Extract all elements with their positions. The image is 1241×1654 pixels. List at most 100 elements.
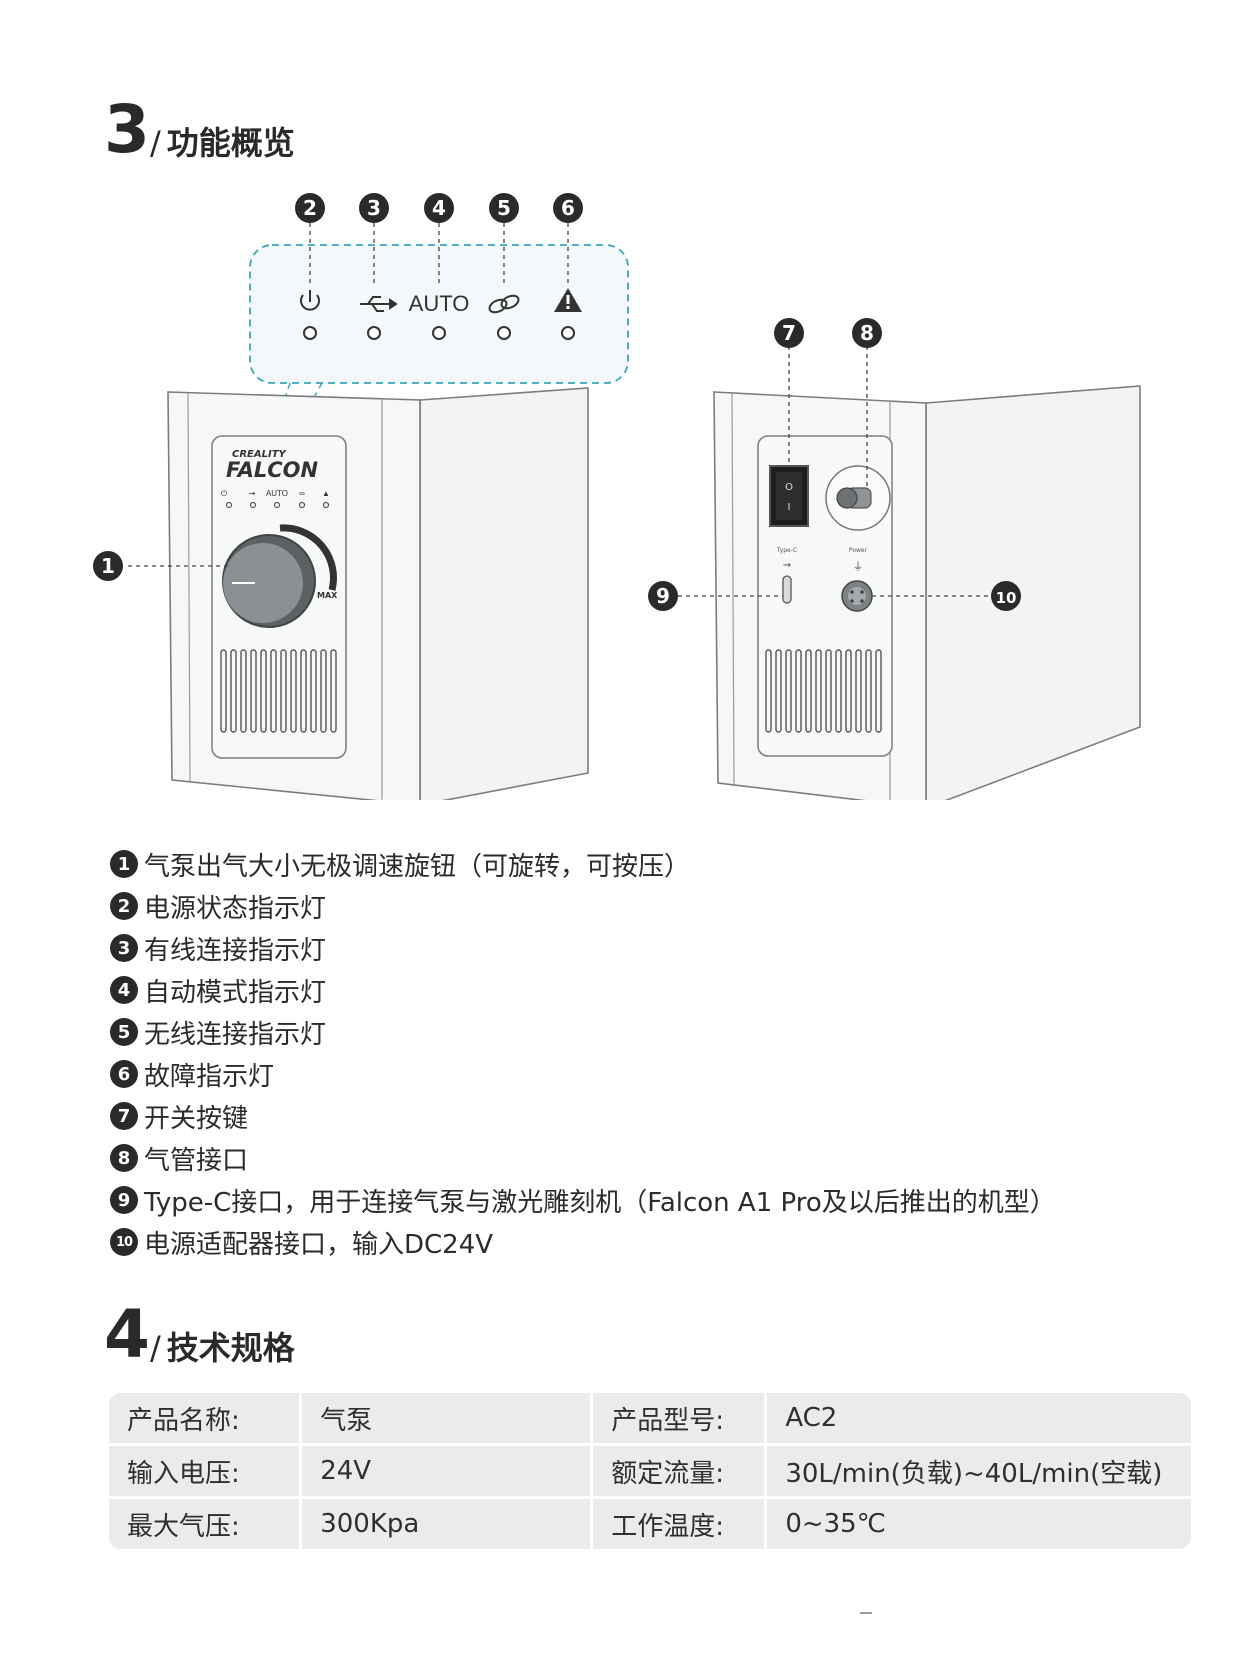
switch-on-mark: O [785,482,793,493]
device-back-view: O I Type-C ⇝ Power ⏚ [713,385,1141,800]
spec-table: 产品名称: 气泵 产品型号: AC2 输入电压: 24V 额定流量: 30L/m… [109,1393,1191,1549]
svg-text:⇝: ⇝ [249,489,256,498]
warning-indicator-icon [554,288,582,312]
callout-badge-circle [359,193,389,223]
item-text: 气泵出气大小无极调速旋钮（可旋转，可按压） [144,851,691,882]
spec-value: AC2 [764,1393,1191,1443]
section-slash: / [149,1329,161,1367]
item-badge: 8 [110,1144,138,1172]
section-3-heading: 3 / 功能概览 [104,91,295,168]
callout-badge-label: 8 [860,321,874,345]
spec-key: 工作温度: [590,1496,765,1549]
svg-text:⏻: ⏻ [221,489,228,498]
auto-indicator-label: AUTO [409,291,470,316]
spec-value: 300Kpa [299,1496,591,1549]
section-title: 功能概览 [166,124,295,162]
callout-badges: 1 2 3 4 5 6 7 8 9 10 [93,193,1021,611]
item-badge: 1 [110,850,138,878]
svg-text:▲: ▲ [322,489,330,498]
spec-value: 30L/min(负载)~40L/min(空载) [764,1443,1191,1496]
spec-value: 0~35℃ [764,1496,1191,1549]
item-badge: 7 [110,1102,138,1130]
item-badge: 4 [110,976,138,1004]
switch-off-mark: I [788,502,791,513]
table-row: 输入电压: 24V 额定流量: 30L/min(负载)~40L/min(空载) [109,1443,1191,1496]
callout-badge-label: 10 [996,589,1017,607]
brand-top-text: CREALITY [232,449,288,460]
power-port-label: Power [849,547,868,554]
power-indicator-icon [300,290,320,311]
callout-badge-circle [648,581,678,611]
item-text: 电源适配器接口，输入DC24V [144,1229,494,1260]
item-text: 有线连接指示灯 [144,935,327,966]
item-text: 自动模式指示灯 [144,977,327,1008]
section-title: 技术规格 [166,1329,295,1367]
item-badge: 9 [110,1186,138,1214]
spec-key: 额定流量: [590,1443,765,1496]
knob-max-label: MAX [317,591,338,600]
item-text: 故障指示灯 [144,1061,275,1092]
item-text: Type-C接口，用于连接气泵与激光雕刻机（Falcon A1 Pro及以后推出… [144,1187,1056,1218]
item-badge: 6 [110,1060,138,1088]
table-row: 产品名称: 气泵 产品型号: AC2 [109,1393,1191,1443]
product-diagram: AUTO CREALITY FALCON ⏻ ⇝ AUTO ∞ ▲ MAX [93,193,1141,800]
callout-badge-label: 3 [367,196,381,220]
svg-text:AUTO: AUTO [266,489,288,498]
spec-key: 输入电压: [109,1443,300,1496]
callout-badge-label: 1 [101,554,115,578]
section-number: 3 [104,91,150,168]
typec-port[interactable] [782,575,792,604]
callout-badge-circle [553,193,583,223]
callout-badge-circle [852,318,882,348]
callout-badge-label: 5 [497,196,511,220]
callout-badge-circle [424,193,454,223]
section-4-heading: 4 / 技术规格 [104,1296,295,1373]
callout-badge-circle [991,581,1021,611]
callout-badge-circle [774,318,804,348]
callout-badge-circle [295,193,325,223]
callout-badge-label: 7 [782,321,796,345]
callout-badge-circle [489,193,519,223]
item-text: 电源状态指示灯 [144,893,327,924]
table-row: 最大气压: 300Kpa 工作温度: 0~35℃ [109,1496,1191,1549]
item-text: 气管接口 [144,1145,249,1176]
callout-badge-label: 4 [432,196,446,220]
item-badge: 10 [110,1228,138,1256]
section-number: 4 [104,1296,150,1373]
front-vent-grille [220,649,337,733]
item-text: 无线连接指示灯 [144,1019,327,1050]
usb-indicator-icon [360,296,398,312]
plug-small-icon: ⏚ [853,560,864,573]
typec-port-label: Type-C [776,547,797,554]
back-vent-grille [765,649,882,733]
knob-arc-icon [279,524,337,591]
spec-value: 气泵 [299,1393,591,1443]
spec-key: 最大气压: [109,1496,300,1549]
item-badge: 2 [110,892,138,920]
callout-badge-circle [93,551,123,581]
callout-badge-label: 6 [561,196,575,220]
svg-text:∞: ∞ [299,489,305,498]
section-slash: / [149,124,161,162]
item-badge: 3 [110,934,138,962]
item-badge: 5 [110,1018,138,1046]
device-front-view: CREALITY FALCON ⏻ ⇝ AUTO ∞ ▲ MAX [167,387,589,800]
callout-badge-label: 9 [656,584,670,608]
usb-small-icon: ⇝ [783,560,791,571]
callout-badge-label: 2 [303,196,317,220]
indicator-leds [303,326,575,340]
spec-key: 产品名称: [109,1393,300,1443]
spec-value: 24V [299,1443,591,1496]
spec-key: 产品型号: [590,1393,765,1443]
